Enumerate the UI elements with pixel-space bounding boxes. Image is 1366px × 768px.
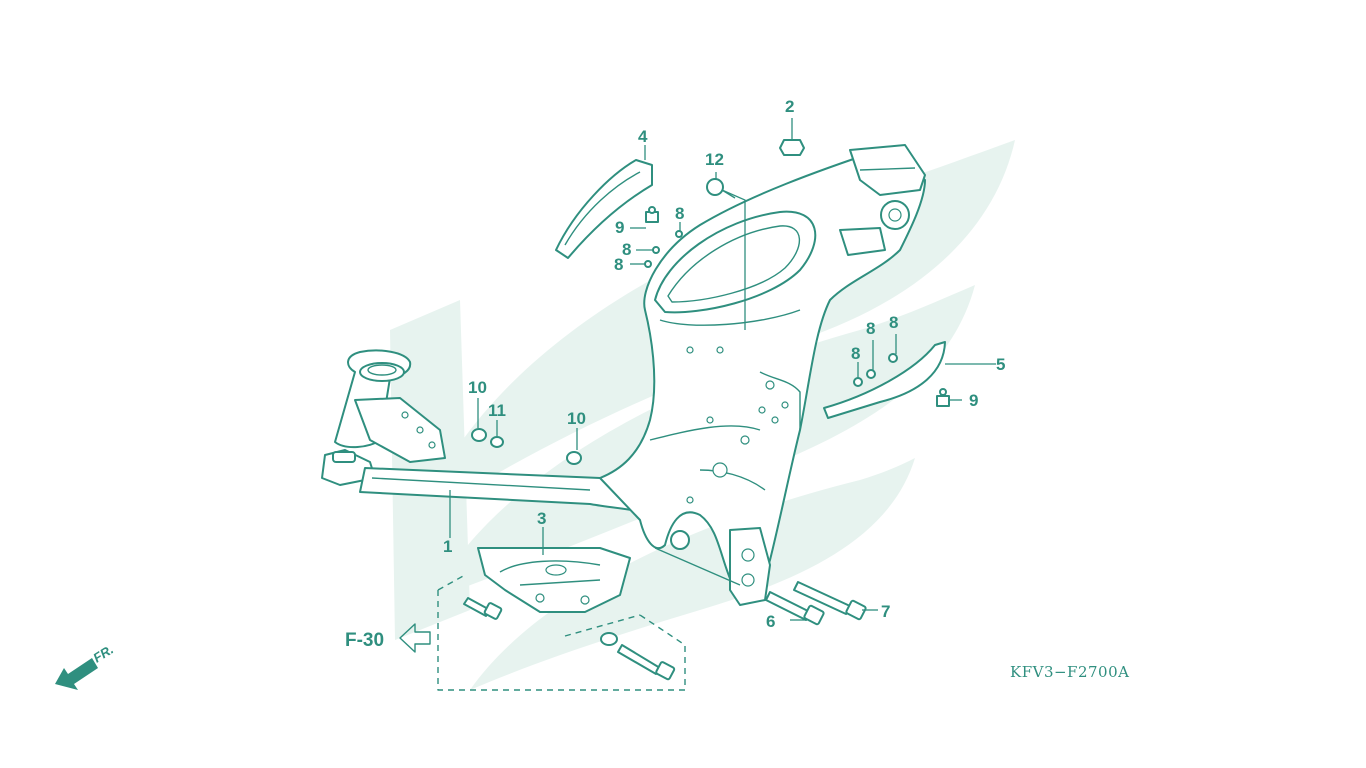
callout-labels: 1 2 3 4 5 6 7 8 8 8 8 8 8 9 9 10 10 11 1… [443,97,1005,631]
front-direction: FR. [55,642,116,690]
engine-hanger-bracket [477,547,631,613]
leader-lines [449,118,996,621]
callout-8: 8 [851,344,860,363]
callout-11: 11 [488,401,506,420]
callout-10: 10 [567,409,586,428]
fasteners [471,139,950,465]
callout-8: 8 [622,240,631,259]
arrow-down-left-icon [55,658,98,690]
drawing-code: KFV3−F2700A [1010,663,1129,681]
side-rail-left [555,159,653,259]
callout-4: 4 [638,127,648,146]
callout-2: 2 [785,97,794,116]
main-frame [321,144,926,606]
callout-9: 9 [615,218,624,237]
callout-5: 5 [996,355,1005,374]
callout-12: 12 [705,150,724,169]
rear-bolts [765,581,867,626]
callout-1: 1 [443,537,452,556]
callout-8: 8 [889,313,898,332]
arrow-left-icon [399,623,431,653]
callout-6: 6 [766,612,775,631]
callout-10: 10 [468,378,487,397]
callout-7: 7 [881,602,890,621]
callout-8: 8 [866,319,875,338]
reference-f30: F-30 [345,623,431,653]
reference-label: F-30 [345,630,384,651]
callout-9: 9 [969,391,978,410]
callout-8: 8 [675,204,684,223]
side-rail-right [823,341,946,419]
assembly-dashed-box [437,574,686,691]
callout-8: 8 [614,255,623,274]
bracket-bolts [463,597,676,681]
callout-3: 3 [537,509,546,528]
